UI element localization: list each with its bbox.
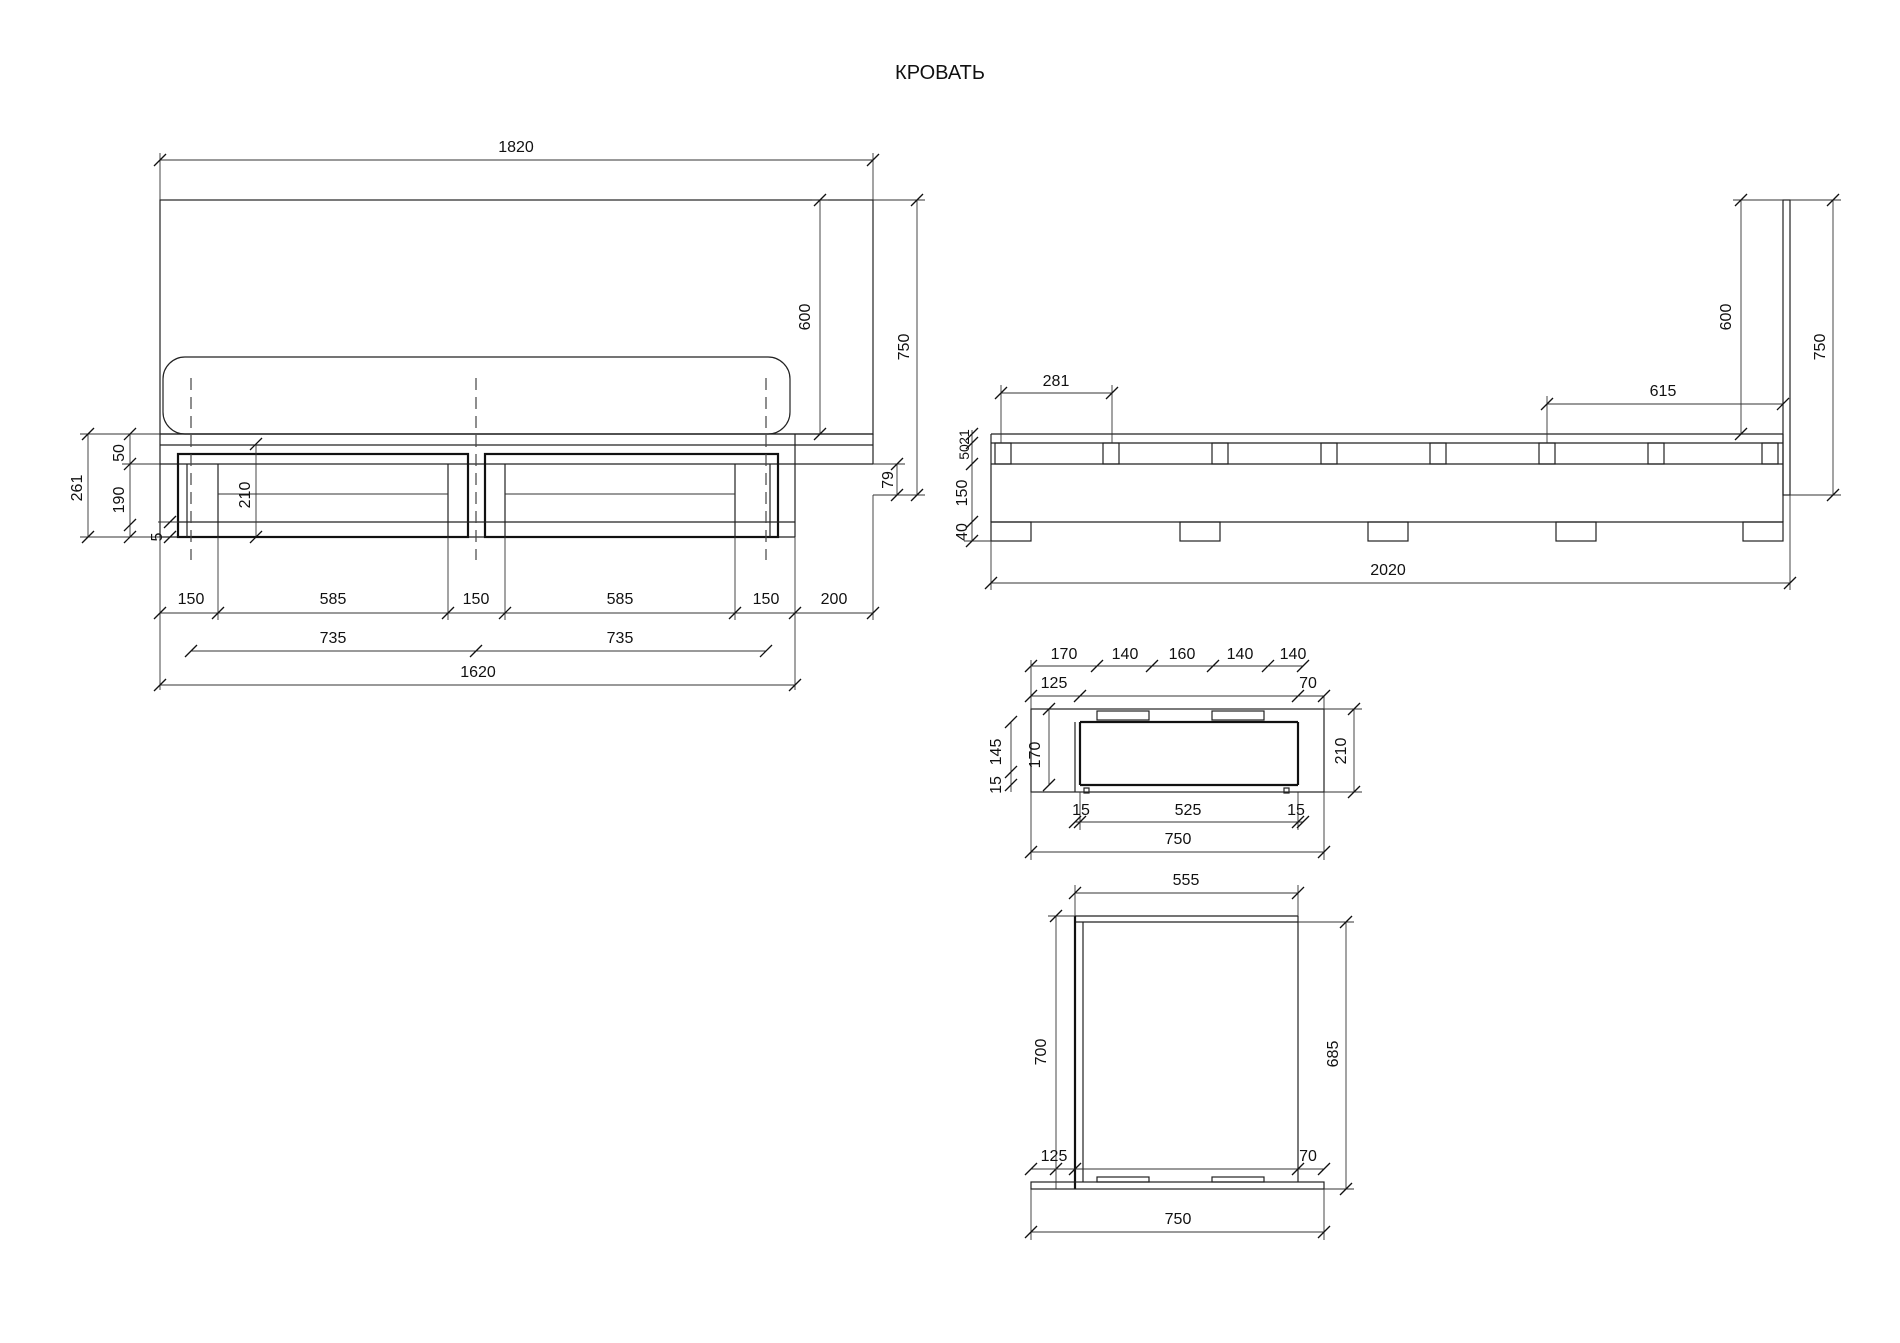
dim-total-width: 1820 xyxy=(498,139,534,156)
front-view: 1820 600 750 79 210 261 xyxy=(69,139,925,692)
dim-side-21: 21 xyxy=(956,429,972,445)
dim-top-70: 70 xyxy=(1299,675,1317,692)
drawer-left xyxy=(176,452,470,539)
drawer-front-view: 555 700 685 125 70 750 xyxy=(1024,872,1354,1240)
drawer-right xyxy=(483,452,780,539)
dim-seg-585-b: 585 xyxy=(607,591,634,608)
dim-top-170: 170 xyxy=(1051,646,1078,663)
feet xyxy=(990,521,1784,542)
dim-side-50: 50 xyxy=(956,444,972,460)
runner-right xyxy=(1211,1176,1265,1183)
dim-top-125: 125 xyxy=(1041,675,1068,692)
dim-seg-150-b: 150 xyxy=(463,591,490,608)
dim-inner-210: 210 xyxy=(237,482,254,509)
runner-left xyxy=(1096,1176,1150,1183)
dim-bottom-15-b: 15 xyxy=(1287,802,1305,819)
dim-top-140-b: 140 xyxy=(1227,646,1254,663)
drawer-outline xyxy=(1030,708,1325,793)
side-view: 281 615 600 750 21 50 150 40 xyxy=(954,193,1841,590)
dim-seg-150-a: 150 xyxy=(178,591,205,608)
dim-bed-1620: 1620 xyxy=(460,664,496,681)
dim-height-15: 15 xyxy=(988,776,1005,794)
dim-seg-585-a: 585 xyxy=(320,591,347,608)
dim-half-735-a: 735 xyxy=(320,630,347,647)
dim-bottom-750: 750 xyxy=(1165,831,1192,848)
dim-seg-200: 200 xyxy=(821,591,848,608)
dim-height-170: 170 xyxy=(1027,742,1044,769)
dim-right-615: 615 xyxy=(1650,383,1677,400)
drawer-bottom-board xyxy=(1030,1181,1325,1190)
dim-side-headboard-600: 600 xyxy=(1718,304,1735,331)
slats xyxy=(994,442,1779,465)
dim-bottom-525: 525 xyxy=(1175,802,1202,819)
dim-headboard-height: 600 xyxy=(797,304,814,331)
dim-bottom-70: 70 xyxy=(1299,1148,1317,1165)
dim-top-140-a: 140 xyxy=(1112,646,1139,663)
dim-seg-150-c: 150 xyxy=(753,591,780,608)
dim-top-140-c: 140 xyxy=(1280,646,1307,663)
dim-height-685: 685 xyxy=(1325,1041,1342,1068)
dim-height-700: 700 xyxy=(1033,1039,1050,1066)
drawer-top-view: 170 140 160 140 140 125 70 145 15 170 21… xyxy=(988,646,1362,860)
handle-slot-right xyxy=(1211,710,1265,721)
dim-side-total-750: 750 xyxy=(1812,334,1829,361)
dim-bottom-15-a: 15 xyxy=(1072,802,1090,819)
dim-side-261: 261 xyxy=(69,475,86,502)
dim-half-735-b: 735 xyxy=(607,630,634,647)
dim-bottom-125: 125 xyxy=(1041,1148,1068,1165)
dim-left-281: 281 xyxy=(1043,373,1070,390)
dim-right-79: 79 xyxy=(880,471,897,489)
dim-side-40: 40 xyxy=(954,523,971,541)
dim-top-160: 160 xyxy=(1169,646,1196,663)
dim-width-555: 555 xyxy=(1173,872,1200,889)
handle-slot-left xyxy=(1096,710,1150,721)
dim-height-145: 145 xyxy=(988,739,1005,766)
dim-side-50: 50 xyxy=(111,444,128,462)
drawing-title: КРОВАТЬ xyxy=(895,62,985,84)
headboard-side xyxy=(1782,199,1791,496)
dim-total-height: 750 xyxy=(896,334,913,361)
dim-side-5: 5 xyxy=(149,532,166,541)
dim-side-190: 190 xyxy=(111,487,128,514)
dim-side-150: 150 xyxy=(954,480,971,507)
dim-front-750: 750 xyxy=(1165,1211,1192,1228)
dim-height-210: 210 xyxy=(1333,738,1350,765)
dim-length-2020: 2020 xyxy=(1370,562,1406,579)
